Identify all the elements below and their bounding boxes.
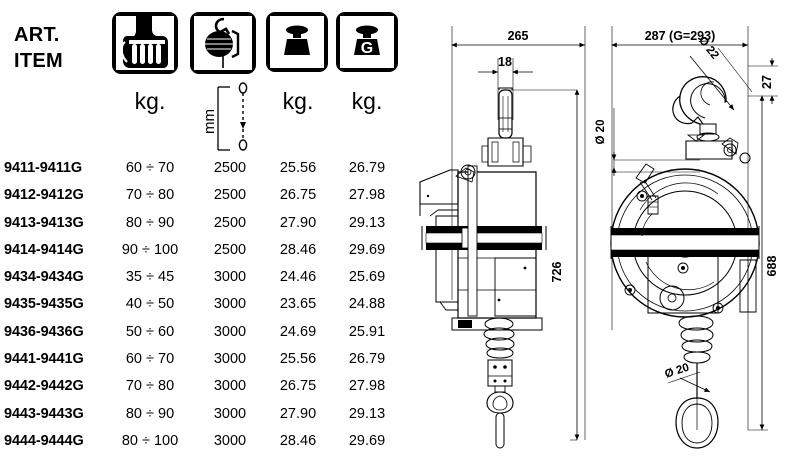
cell-travel: 3000 [213, 432, 247, 449]
cell-item: 9435-9435G [4, 296, 84, 313]
table-row: 9443-9443G 80 ÷ 90 3000 27.90 29.13 [0, 401, 400, 428]
cell-travel: 2500 [213, 241, 247, 258]
table-row: 9414-9414G 90 ÷ 100 2500 28.46 29.69 [0, 237, 400, 264]
cell-weight: 27.90 [279, 214, 317, 231]
cell-weight: 24.69 [279, 323, 317, 340]
cell-weight: 23.65 [279, 296, 317, 313]
art-label: ART. [14, 24, 60, 46]
cell-item: 9441-9441G [4, 351, 84, 368]
travel-dimension-sketch [217, 82, 248, 151]
cell-weight-g: 25.91 [348, 323, 386, 340]
cell-travel: 3000 [213, 405, 247, 422]
cell-capacity: 35 ÷ 45 [125, 269, 175, 286]
spec-table: ART. ITEM [0, 12, 400, 455]
cell-travel: 3000 [213, 378, 247, 395]
item-label: ITEM [14, 50, 63, 72]
table-row: 9434-9434G 35 ÷ 45 3000 24.46 25.69 [0, 264, 400, 291]
cell-travel: 2500 [213, 214, 247, 231]
unit-label-weight-g: kg. [351, 88, 383, 114]
cell-capacity: 40 ÷ 50 [125, 296, 175, 313]
cell-item: 9411-9411G [4, 160, 83, 176]
cell-item: 9443-9443G [4, 405, 84, 422]
cell-weight: 28.46 [279, 432, 317, 449]
balancer-cable-icon [190, 12, 256, 74]
cell-weight: 24.46 [279, 269, 317, 286]
dim-front-top-offset: 27 [760, 75, 774, 89]
cell-item: 9414-9414G [4, 241, 84, 258]
table-row: 9441-9441G 60 ÷ 70 3000 25.56 26.79 [0, 346, 400, 373]
cell-travel: 3000 [213, 351, 247, 368]
cell-weight: 25.56 [279, 160, 317, 176]
cell-weight: 28.46 [279, 241, 317, 258]
table-row: 9444-9444G 80 ÷ 100 3000 28.46 29.69 [0, 428, 400, 455]
cell-weight: 26.75 [279, 187, 317, 204]
unit-label-travel-group: mm [194, 82, 266, 154]
technical-drawings: 265 18 726 [400, 0, 792, 459]
dim-side-stem: 18 [498, 55, 512, 69]
cell-capacity: 90 ÷ 100 [121, 241, 179, 258]
unit-label-capacity: kg. [134, 88, 166, 114]
cell-weight: 25.56 [279, 351, 317, 368]
dim-front-height: 688 [765, 256, 779, 277]
cell-travel: 3000 [213, 296, 247, 313]
table-row: 9413-9413G 80 ÷ 90 2500 27.90 29.13 [0, 210, 400, 237]
table-row: 9411-9411G 60 ÷ 70 2500 25.56 26.79 [0, 155, 400, 182]
table-body: 9411-9411G 60 ÷ 70 2500 25.56 26.79 9412… [0, 155, 400, 455]
cell-travel: 3000 [213, 269, 247, 286]
column-header-item: ART. ITEM [14, 22, 63, 74]
unit-label-weight: kg. [282, 88, 314, 114]
svg-text:G: G [361, 40, 373, 57]
table-row: 9412-9412G 70 ÷ 80 2500 26.75 27.98 [0, 182, 400, 209]
cell-weight-g: 27.98 [348, 378, 386, 395]
dim-front-width: 287 (G=293) [645, 29, 716, 43]
cell-item: 9413-9413G [4, 214, 84, 231]
cell-item: 9436-9436G [4, 323, 84, 340]
cell-weight-g: 29.69 [348, 432, 386, 449]
cell-item: 9412-9412G [4, 187, 84, 204]
cell-weight-g: 29.69 [348, 241, 386, 258]
unit-label-travel: mm [201, 109, 218, 134]
cell-weight: 27.90 [279, 405, 317, 422]
table-row: 9436-9436G 50 ÷ 60 3000 24.69 25.91 [0, 319, 400, 346]
cell-item: 9434-9434G [4, 269, 84, 286]
cell-capacity: 80 ÷ 90 [125, 405, 175, 422]
cell-weight-g: 26.79 [348, 351, 386, 368]
weight-icon [266, 12, 328, 72]
cell-weight-g: 29.13 [348, 214, 386, 231]
cell-weight-g: 24.88 [348, 296, 386, 313]
cell-travel: 2500 [213, 187, 247, 204]
cell-capacity: 50 ÷ 60 [125, 323, 175, 340]
cell-travel: 3000 [213, 323, 247, 340]
cell-weight-g: 27.98 [348, 187, 386, 204]
dim-body-diameter: Ø 20 [595, 120, 607, 145]
table-row: 9435-9435G 40 ÷ 50 3000 23.65 24.88 [0, 291, 400, 318]
cell-capacity: 80 ÷ 90 [125, 214, 175, 231]
cell-capacity: 70 ÷ 80 [125, 378, 175, 395]
table-row: 9442-9442G 70 ÷ 80 3000 26.75 27.98 [0, 373, 400, 400]
cell-capacity: 70 ÷ 80 [125, 187, 175, 204]
hand-grip-icon [112, 12, 178, 74]
dim-side-width: 265 [508, 29, 529, 43]
cell-item: 9444-9444G [4, 432, 84, 449]
cell-travel: 2500 [213, 160, 247, 176]
cell-weight: 26.75 [279, 378, 317, 395]
cell-weight-g: 29.13 [348, 405, 386, 422]
cell-weight-g: 25.69 [348, 269, 386, 286]
cell-capacity: 60 ÷ 70 [125, 160, 175, 176]
cell-capacity: 60 ÷ 70 [125, 351, 175, 368]
cell-item: 9442-9442G [4, 378, 84, 395]
cell-capacity: 80 ÷ 100 [121, 432, 179, 449]
cell-weight-g: 26.79 [348, 160, 386, 176]
dim-side-height: 726 [550, 262, 564, 283]
weight-g-icon: G [336, 12, 398, 72]
